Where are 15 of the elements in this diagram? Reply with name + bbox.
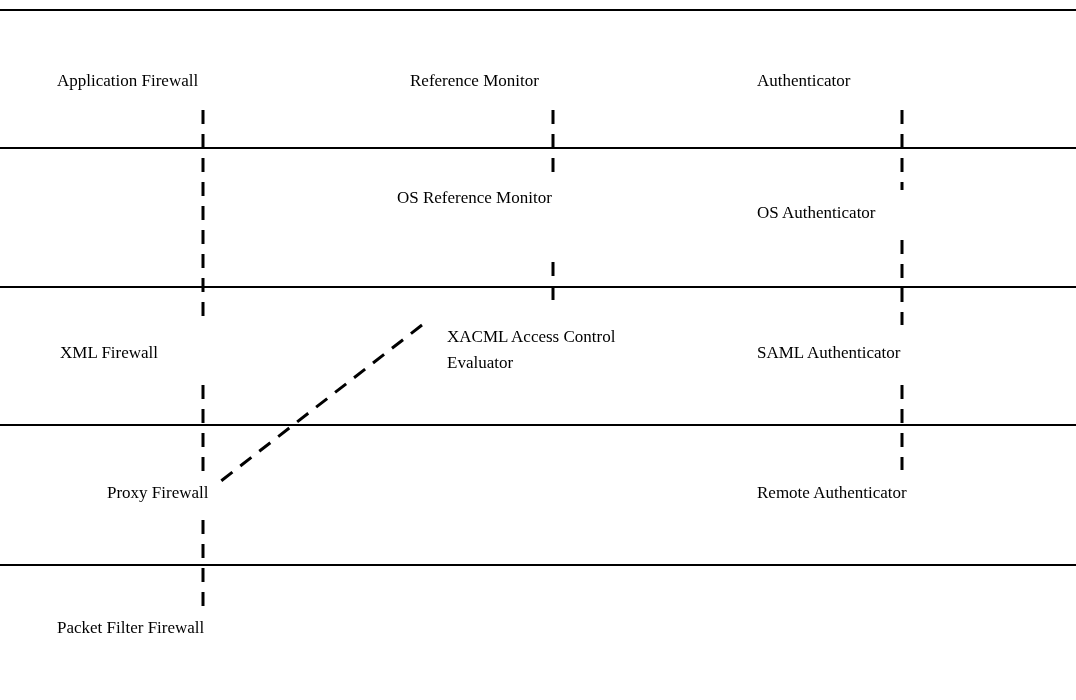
component-label: Authenticator: [757, 68, 851, 94]
component-label: XML Firewall: [60, 340, 159, 366]
component-label: SAML Authenticator: [757, 340, 901, 366]
component-label: Proxy Firewall: [107, 480, 209, 506]
component-label: OS Authenticator: [757, 200, 876, 226]
dashed-connector: [900, 385, 904, 470]
component-label: Packet Filter Firewall: [57, 615, 205, 641]
dashed-connector: [900, 110, 904, 190]
component-label: OS Reference Monitor: [397, 185, 552, 211]
dashed-connector: [900, 240, 904, 325]
component-label: Reference Monitor: [410, 68, 539, 94]
component-label: XACML Access Control Evaluator: [422, 324, 672, 376]
dashed-connector: [551, 110, 555, 172]
component-label: Remote Authenticator: [757, 480, 907, 506]
component-label: Application Firewall: [57, 68, 199, 94]
